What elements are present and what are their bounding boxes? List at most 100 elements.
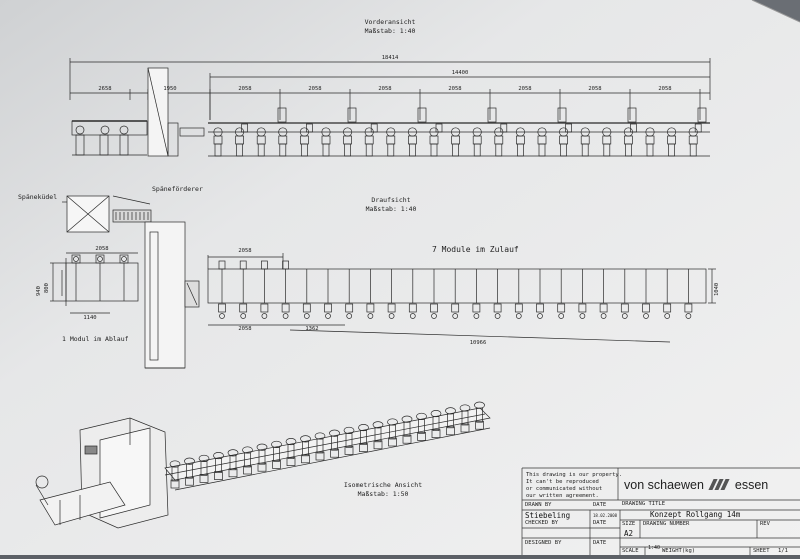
dim-top-out-width: 2058 — [95, 246, 109, 252]
logo-slash-mark — [708, 478, 730, 492]
front-roller-station — [235, 123, 248, 157]
iso-roller-station — [416, 412, 427, 441]
front-roller-station — [299, 123, 313, 157]
iso-roller-station — [401, 415, 413, 444]
front-roller-station — [580, 127, 590, 157]
front-roller-station — [256, 127, 266, 157]
company-name-left: von schaewen — [624, 478, 704, 492]
in-roller — [239, 260, 248, 319]
dim-front-module-6: 2058 — [588, 86, 602, 92]
in-roller — [663, 269, 672, 319]
front-roller-station — [688, 123, 702, 157]
drawing-title-value: Konzept Rollgang 14m — [650, 510, 741, 519]
front-roller-station — [515, 127, 525, 157]
company-logo: von schaewen essen — [624, 478, 768, 492]
drawing-title-label: DRAWING TITLE — [622, 501, 666, 507]
iso-view-scale: Maßstab: 1:50 — [357, 489, 409, 498]
in-roller — [218, 260, 226, 319]
property-note-line: This drawing is our property. — [526, 472, 623, 478]
iso-roller-station — [242, 446, 253, 475]
iso-roller-station — [198, 454, 210, 483]
in-roller — [387, 269, 396, 319]
size-label: SIZE — [622, 521, 636, 527]
front-roller-station — [494, 123, 508, 157]
iso-view-title: Isometrische Ansicht Maßstab: 1:50 — [344, 481, 422, 499]
designed-date-label: DATE — [593, 540, 607, 546]
dim-front-module-5: 2058 — [518, 86, 532, 92]
iso-roller-station — [372, 421, 384, 450]
iso-roller-station — [358, 424, 369, 452]
rev-label: REV — [760, 521, 770, 527]
iso-roller-station — [300, 435, 311, 464]
out-roller — [71, 254, 81, 301]
in-roller — [260, 260, 269, 319]
dim-front-machine: 1950 — [163, 86, 177, 92]
front-view-scale: Maßstab: 1:40 — [364, 26, 416, 35]
iso-roller-station — [184, 457, 195, 486]
iso-view-name: Isometrische Ansicht — [343, 481, 423, 489]
in-roller — [281, 260, 290, 319]
dim-front-module-4: 2058 — [448, 86, 462, 92]
front-roller-station — [321, 127, 331, 157]
dim-front-module-2: 2058 — [308, 86, 322, 92]
dim-top-out-height-a: 940 — [36, 286, 42, 296]
iso-roller-station — [227, 449, 239, 478]
iso-roller-station — [459, 404, 471, 433]
in-roller — [514, 269, 523, 319]
front-roller-station — [386, 127, 396, 157]
iso-roller-station — [343, 426, 355, 455]
dim-front-overall: 18414 — [381, 55, 399, 61]
label-chip-conveyor: Späneförderer — [152, 185, 203, 193]
front-roller-station — [559, 123, 572, 157]
dim-front-module-1: 2058 — [238, 86, 252, 92]
label-chip-bucket: Späneküdel — [18, 193, 58, 201]
in-roller — [472, 269, 481, 319]
company-name-right: essen — [734, 478, 769, 492]
drawn-by-label: DRAWN BY — [525, 502, 552, 508]
front-roller-station — [667, 127, 677, 157]
front-roller-station — [213, 127, 223, 157]
top-view-name: Draufsicht — [371, 196, 411, 204]
scale-value: 1:40 — [648, 545, 661, 551]
sheet-label: SHEET — [753, 548, 770, 554]
front-roller-station — [537, 127, 547, 157]
sheet-value: 1/1 — [778, 548, 788, 554]
property-note-line: It can't be reproduced — [526, 478, 599, 485]
dim-top-in-total: 10966 — [469, 340, 487, 346]
in-roller — [620, 269, 629, 319]
in-roller — [324, 269, 332, 319]
dim-top-out-height-b: 800 — [44, 283, 50, 293]
drawing-number-label: DRAWING NUMBER — [643, 521, 690, 527]
isometric-view-drawing — [35, 401, 491, 529]
front-view-title: Vorderansicht Maßstab: 1:40 — [365, 18, 416, 36]
out-roller — [119, 254, 129, 301]
label-module-out: 1 Modul im Ablauf — [62, 335, 129, 343]
dim-top-in-top: 2058 — [238, 248, 252, 254]
iso-roller-station — [329, 429, 340, 458]
in-roller — [578, 269, 587, 319]
front-view-drawing — [69, 58, 711, 157]
iso-roller-station — [169, 460, 181, 489]
iso-roller-station — [271, 440, 282, 469]
front-roller-station — [602, 127, 612, 157]
top-view-drawing — [50, 195, 716, 369]
in-roller — [684, 269, 693, 319]
label-modules-in: 7 Module im Zulauf — [432, 245, 519, 254]
dim-top-in-height: 1040 — [714, 282, 720, 296]
checked-by-label: CHECKED BY — [525, 520, 559, 526]
in-roller — [536, 269, 544, 319]
front-roller-station — [623, 123, 637, 157]
dim-top-in-pitch: 1362 — [305, 326, 319, 332]
front-roller-station — [407, 127, 417, 157]
scale-label: SCALE — [622, 548, 639, 554]
iso-roller-station — [474, 401, 485, 430]
property-note-line: our written agreement. — [526, 492, 599, 499]
dim-front-module-7: 2058 — [658, 86, 672, 92]
front-roller-station — [278, 127, 288, 157]
dim-front-left: 2658 — [98, 86, 112, 92]
front-roller-station — [429, 123, 443, 157]
front-roller-station — [645, 127, 655, 157]
front-roller-station — [343, 127, 353, 157]
